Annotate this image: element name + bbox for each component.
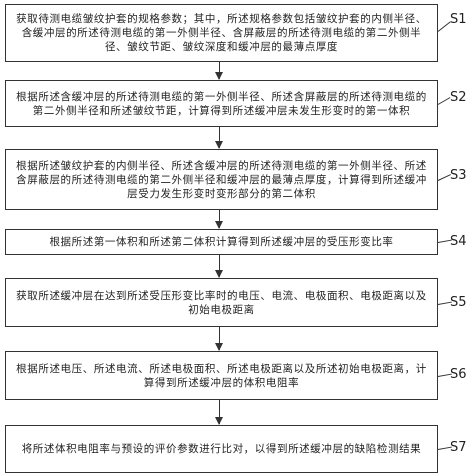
step-box-s1: 获取待测电缆皱纹护套的规格参数；其中，所述规格参数包括皱纹护套的内侧半径、含缓冲… xyxy=(5,4,438,62)
step-text-s1: 获取待测电缆皱纹护套的规格参数；其中，所述规格参数包括皱纹护套的内侧半径、含缓冲… xyxy=(16,13,427,53)
flow-arrow-s6-s7 xyxy=(215,400,223,425)
flow-arrow-s3-s4 xyxy=(215,210,223,229)
step-text-s6: 根据所述电压、所述电流、所述电极面积、所述电极距离以及所述初始电极距离，计算得到… xyxy=(16,362,427,389)
step-box-s2: 根据所述含缓冲层的所述待测电缆的第一外侧半径、所述含屏蔽层的所述待测电缆的第二外… xyxy=(5,80,438,127)
flow-arrow-s4-s5 xyxy=(215,255,223,278)
step-box-s4: 根据所述第一体积和所述第二体积计算得到所述缓冲层的受压形变比率 xyxy=(5,229,438,255)
step-label-s7: S7 xyxy=(450,440,467,455)
leader-line-s2 xyxy=(437,97,451,105)
step-label-s2: S2 xyxy=(450,90,467,105)
step-label-s6: S6 xyxy=(450,367,467,382)
flow-arrow-s2-s3 xyxy=(215,127,223,149)
flow-arrow-s1-s2 xyxy=(215,62,223,80)
step-label-s4: S4 xyxy=(450,234,467,249)
step-label-s5: S5 xyxy=(450,295,467,310)
step-box-s6: 根据所述电压、所述电流、所述电极面积、所述电极距离以及所述初始电极距离，计算得到… xyxy=(5,351,438,400)
step-text-s7: 将所述体积电阻率与预设的评价参数进行比对，以得到所述缓冲层的缺陷检测结果 xyxy=(21,443,422,455)
leader-line-s3 xyxy=(437,174,451,181)
step-text-s4: 根据所述第一体积和所述第二体积计算得到所述缓冲层的受压形变比率 xyxy=(49,236,394,248)
step-text-s2: 根据所述含缓冲层的所述待测电缆的第一外侧半径、所述含屏蔽层的所述待测电缆的第二外… xyxy=(16,90,427,117)
leader-line-s1 xyxy=(437,21,451,32)
step-box-s5: 获取所述缓冲层在达到所述受压形变比率时的电压、电流、电极面积、电极距离以及初始电… xyxy=(5,278,438,327)
step-label-s3: S3 xyxy=(450,168,467,183)
step-text-s5: 获取所述缓冲层在达到所述受压形变比率时的电压、电流、电极面积、电极距离以及初始电… xyxy=(16,289,427,316)
step-box-s3: 根据所述皱纹护套的内侧半径、所述含缓冲层的所述待测电缆的第一外侧半径、所述含屏蔽… xyxy=(5,149,438,210)
flow-arrow-s5-s6 xyxy=(215,327,223,351)
step-text-s3: 根据所述皱纹护套的内侧半径、所述含缓冲层的所述待测电缆的第一外侧半径、所述含屏蔽… xyxy=(16,159,427,200)
step-box-s7: 将所述体积电阻率与预设的评价参数进行比对，以得到所述缓冲层的缺陷检测结果 xyxy=(5,425,438,473)
step-label-s1: S1 xyxy=(450,12,467,27)
